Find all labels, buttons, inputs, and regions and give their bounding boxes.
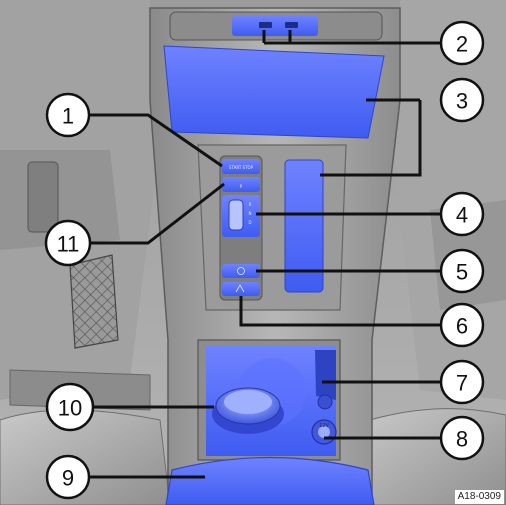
- power-socket-inner: [318, 426, 330, 438]
- callout-11: 11: [44, 219, 92, 267]
- accelerator-pedal: [69, 254, 119, 349]
- storage-slot: [284, 159, 324, 293]
- callout-8-number: 8: [456, 427, 468, 452]
- drive-mode-button: [222, 282, 260, 296]
- auto-hold-icon: [237, 267, 245, 275]
- callout-1-number: 1: [62, 104, 74, 129]
- start-stop-button: [222, 159, 260, 174]
- brake-pedal: [27, 161, 59, 233]
- armrest: [165, 456, 375, 505]
- callouts: 1 2 3 4 5 6 7 8: [44, 20, 485, 500]
- park-button: [222, 177, 260, 192]
- gear-lever: [228, 199, 244, 231]
- callout-10: 10: [45, 382, 95, 432]
- callout-7-number: 7: [456, 371, 468, 396]
- callout-9-number: 9: [62, 466, 74, 491]
- callout-2: 2: [439, 20, 485, 66]
- callout-1: 1: [45, 92, 91, 138]
- leader-line-1: [90, 113, 223, 168]
- callout-5-number: 5: [456, 260, 468, 285]
- callout-5: 5: [439, 248, 485, 294]
- leader-line-3b: [320, 100, 422, 177]
- leader-line-6: [239, 296, 441, 327]
- callout-10-number: 10: [58, 396, 82, 421]
- callout-2-number: 2: [456, 32, 468, 57]
- callout-9: 9: [45, 454, 91, 500]
- drive-mode-icon: [235, 284, 245, 293]
- control-knob-top: [224, 390, 272, 414]
- callout-3-number: 3: [456, 89, 468, 114]
- cupholder-button: [317, 394, 333, 410]
- callout-6: 6: [439, 302, 485, 348]
- start-stop-label: START STOP: [229, 165, 254, 170]
- leader-lines: [90, 30, 441, 479]
- usb-port-panel: [232, 16, 318, 36]
- usb-port-right: [285, 22, 298, 28]
- storage-compartment-front: [163, 45, 385, 139]
- callout-8: 8: [439, 415, 485, 461]
- callout-6-number: 6: [456, 314, 468, 339]
- park-symbol: P: [240, 184, 243, 189]
- usb-port-left: [259, 22, 272, 28]
- gear-d-label: D: [248, 220, 251, 225]
- callout-4-number: 4: [456, 203, 468, 228]
- callout-7: 7: [439, 359, 485, 405]
- figure-code: A18-0309: [454, 490, 504, 504]
- socket-label: 12V: [319, 423, 329, 429]
- callout-11-number: 11: [57, 232, 80, 257]
- auto-hold-button: [222, 264, 260, 278]
- leader-line-11: [90, 182, 225, 245]
- callout-3: 3: [439, 77, 485, 123]
- cupholder-lid: [315, 350, 336, 400]
- gear-r-label: R: [249, 202, 252, 207]
- gear-n-label: N: [249, 211, 252, 216]
- callout-4: 4: [439, 191, 485, 237]
